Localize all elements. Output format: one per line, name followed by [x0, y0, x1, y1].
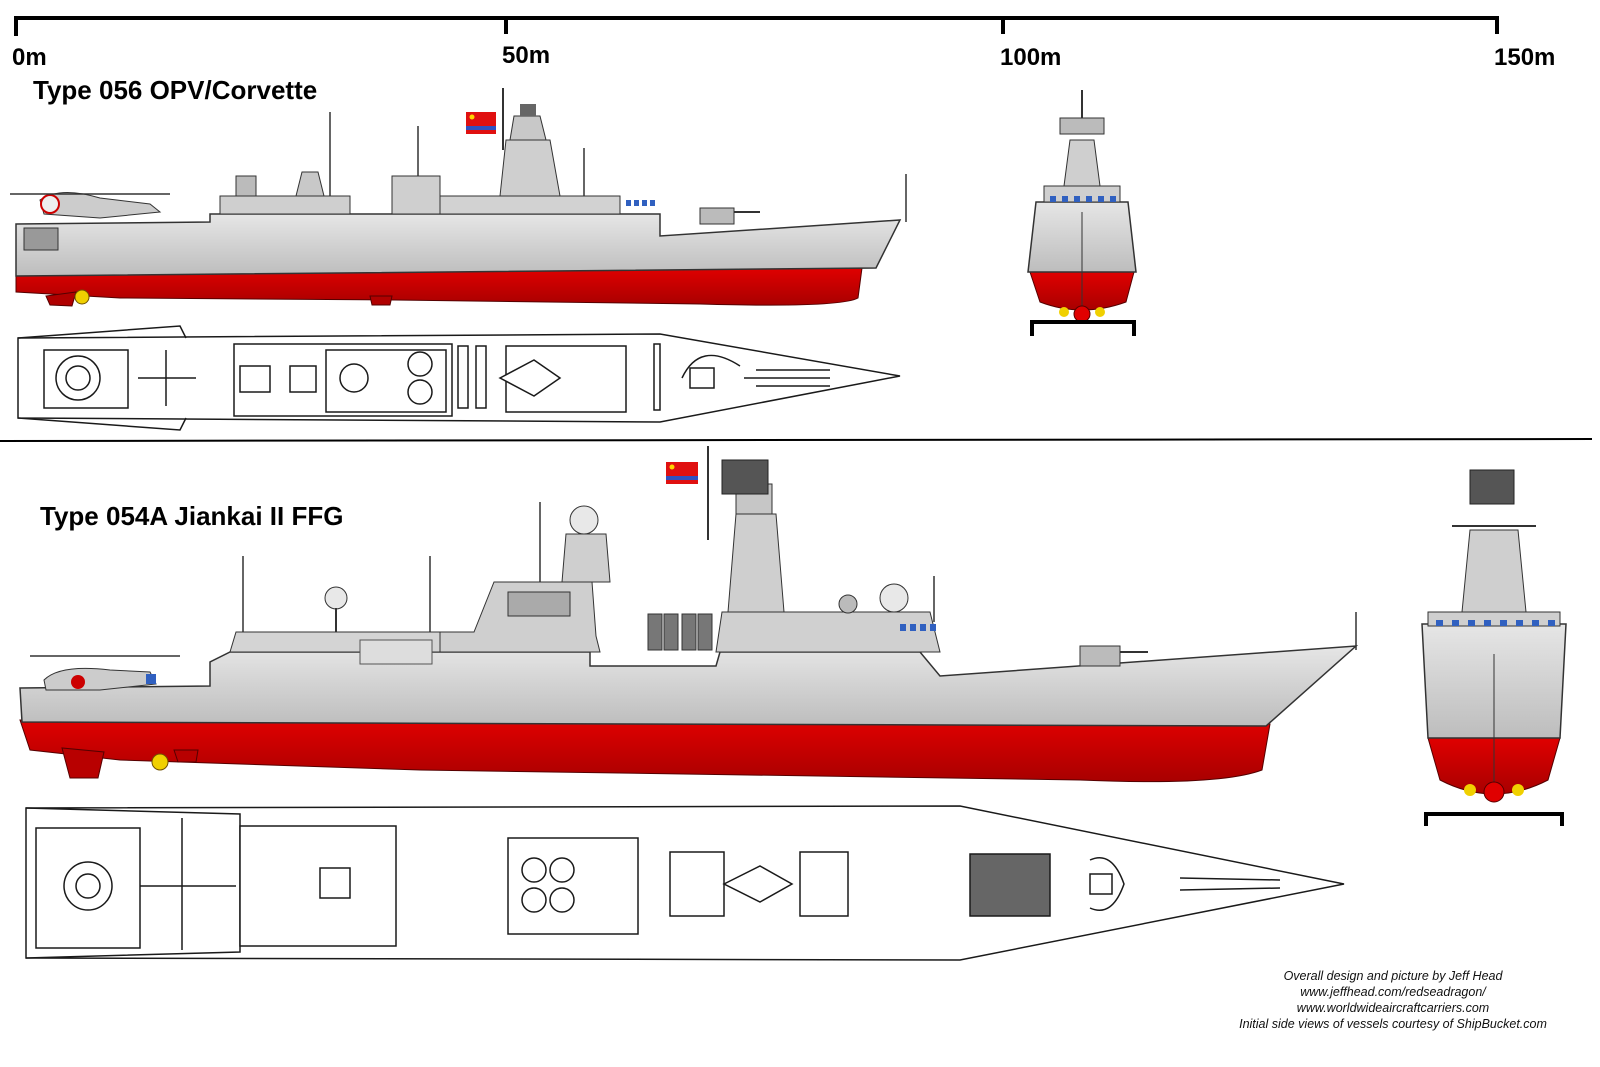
type056-helicopter: [10, 191, 170, 219]
credit-line: www.worldwideaircraftcarriers.com: [1296, 1001, 1490, 1015]
scale-label-100m: 100m: [1000, 44, 1062, 71]
type054a-flag: [666, 462, 698, 484]
type056-top-view: [17, 325, 901, 431]
type054a-title: Type 054A Jiankai II FFG: [40, 501, 344, 531]
section-divider: [0, 438, 1593, 442]
type056-front-view: [1027, 90, 1137, 336]
credits: Overall design and picture by Jeff Head …: [1228, 968, 1558, 1032]
credit-line: Initial side views of vessels courtesy o…: [1239, 1017, 1547, 1031]
scale-label-150m: 150m: [1494, 44, 1556, 71]
credit-line: Overall design and picture by Jeff Head: [1283, 969, 1503, 983]
type054a-top-view: [25, 805, 1345, 961]
scale-bar: [14, 16, 1499, 36]
credit-line: www.jeffhead.com/redseadragon/: [1300, 985, 1486, 999]
type056-side-view: [10, 88, 907, 307]
scale-label-0m: 0m: [12, 44, 47, 71]
type054a-side-view: [19, 446, 1359, 783]
scale-label-50m: 50m: [502, 42, 551, 69]
type054a-front-view: [1421, 469, 1567, 826]
type054a-helicopter: [30, 655, 180, 691]
type056-flag: [466, 112, 496, 134]
type056-title: Type 056 OPV/Corvette: [33, 75, 318, 105]
